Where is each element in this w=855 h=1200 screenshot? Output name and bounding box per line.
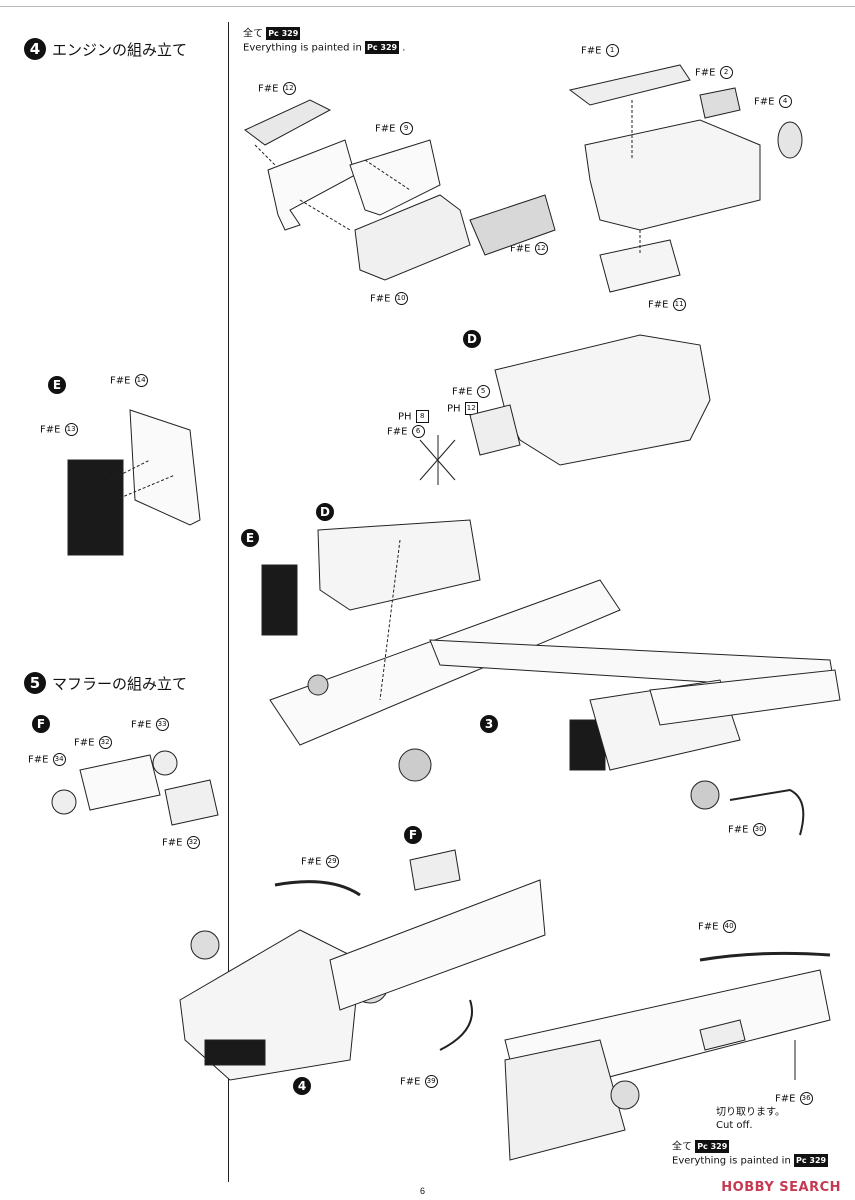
badge-f: F bbox=[404, 826, 422, 844]
badge-e: E bbox=[241, 529, 259, 547]
part-label: F#E 32 bbox=[74, 736, 112, 749]
step-5-heading: 5 マフラーの組み立て bbox=[24, 672, 187, 694]
column-divider bbox=[228, 22, 229, 1182]
badge-step-4: 4 bbox=[293, 1077, 311, 1095]
part-label: F#E 33 bbox=[131, 718, 169, 731]
part-label: F#E 1 bbox=[581, 44, 619, 57]
paint-note-bottom: 全て Pc 329 Everything is painted in Pc 32… bbox=[672, 1140, 829, 1167]
engine-d-assembly-drawing bbox=[419, 334, 711, 485]
badge-f: F bbox=[32, 715, 50, 733]
badge-e: E bbox=[48, 376, 66, 394]
part-label: F#E 32 bbox=[162, 836, 200, 849]
exhaust-pipe-drawing bbox=[504, 951, 831, 1161]
step-4-heading: 4 エンジンの組み立て bbox=[24, 38, 187, 60]
step-title: エンジンの組み立て bbox=[52, 40, 188, 59]
exhaust-install-drawing bbox=[179, 849, 546, 1081]
top-rule bbox=[0, 6, 855, 7]
part-label: F#E 10 bbox=[370, 292, 408, 305]
watermark: HOBBY SEARCH bbox=[721, 1180, 841, 1195]
cut-off-note: 切り取ります。 Cut off. bbox=[716, 1107, 785, 1131]
part-label: F#E 4 bbox=[754, 95, 792, 108]
part-label: F#E 5 bbox=[452, 385, 490, 398]
paint-code-tag: Pc 329 bbox=[364, 40, 400, 54]
part-label: F#E 29 bbox=[301, 855, 339, 868]
paint-code-tag: Pc 329 bbox=[695, 1140, 730, 1153]
badge-d: D bbox=[316, 503, 334, 521]
part-label: F#E 6 bbox=[387, 425, 425, 438]
step-title: マフラーの組み立て bbox=[52, 674, 188, 693]
engine-top-right-drawing bbox=[568, 64, 803, 293]
part-label: F#E 12 bbox=[510, 242, 548, 255]
badge-step-3: 3 bbox=[480, 715, 498, 733]
part-label: F#E 14 bbox=[110, 374, 148, 387]
badge-d: D bbox=[463, 330, 481, 348]
part-label: PH 8 bbox=[398, 410, 429, 423]
part-label: F#E 34 bbox=[28, 753, 66, 766]
part-label: F#E 39 bbox=[400, 1075, 438, 1088]
part-label: F#E 30 bbox=[728, 823, 766, 836]
chassis-installed-drawing bbox=[569, 669, 841, 836]
part-label: F#E 2 bbox=[695, 66, 733, 79]
part-label: F#E 36 bbox=[775, 1092, 813, 1105]
paint-note-top: 全て Pc 329 Everything is painted in Pc 32… bbox=[243, 27, 406, 54]
muffler-f-drawing bbox=[51, 750, 219, 826]
radiator-e-drawing bbox=[67, 409, 201, 556]
step-number: 4 bbox=[24, 38, 46, 60]
part-label: F#E 12 bbox=[258, 82, 296, 95]
paint-code-tag: Pc 329 bbox=[266, 27, 301, 40]
part-label: F#E 11 bbox=[648, 298, 686, 311]
part-label: F#E 13 bbox=[40, 423, 78, 436]
part-label: F#E 40 bbox=[698, 920, 736, 933]
chassis-engine-install-drawing bbox=[261, 519, 836, 782]
step-number: 5 bbox=[24, 672, 46, 694]
part-label: F#E 9 bbox=[375, 122, 413, 135]
paint-code-tag: Pc 329 bbox=[793, 1153, 829, 1167]
engine-block-halves-drawing bbox=[244, 99, 556, 281]
page-number: 6 bbox=[420, 1186, 426, 1196]
